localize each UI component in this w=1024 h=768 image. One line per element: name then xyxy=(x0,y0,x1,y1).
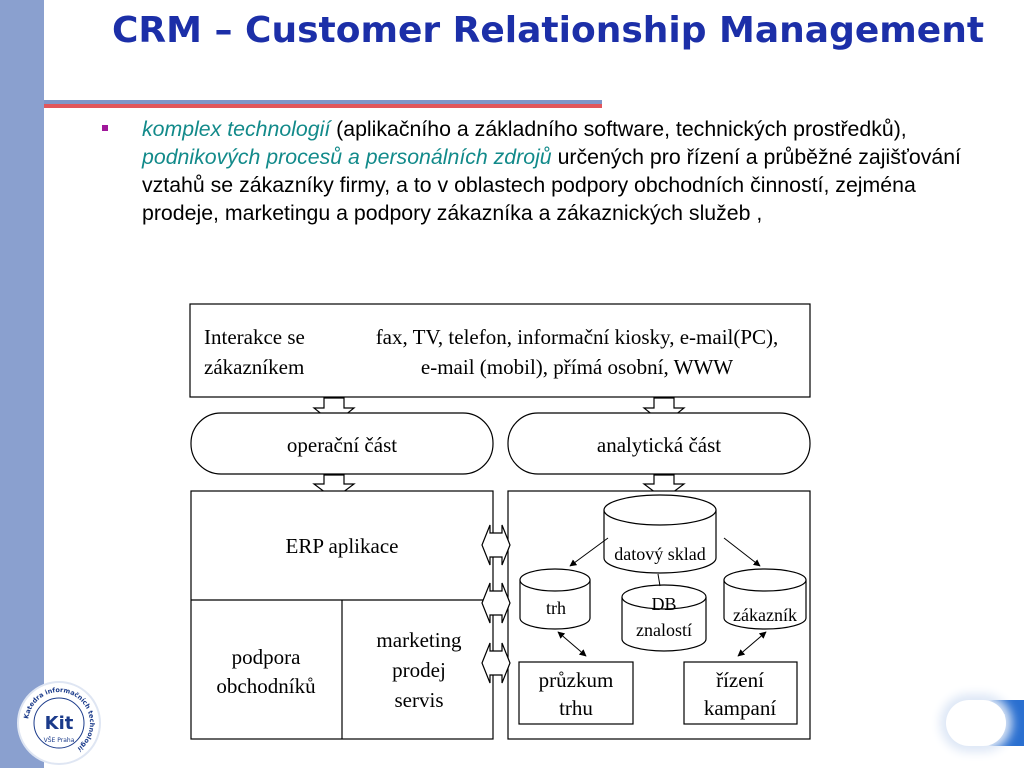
data-warehouse-cylinder xyxy=(603,494,717,574)
marketing-line2: prodej xyxy=(392,658,446,682)
bullet-text-part: určených pro řízení a průběžné zajišťová… xyxy=(142,145,961,225)
customer-label: zákazník xyxy=(733,605,797,625)
market-research-box xyxy=(518,661,634,725)
connector-arrow xyxy=(569,537,609,567)
channels-line1: fax, TV, telefon, informační kiosky, e-m… xyxy=(376,325,779,349)
erp-label: ERP aplikace xyxy=(286,534,399,558)
customer-cylinder xyxy=(723,568,807,630)
connector-line xyxy=(657,573,661,587)
sales-support-line2: obchodníků xyxy=(216,674,316,698)
analytical-part-box xyxy=(507,412,811,475)
channels-line2: e-mail (mobil), přímá osobní, WWW xyxy=(421,355,733,379)
sales-support-line1: podpora xyxy=(232,645,301,669)
interaction-box xyxy=(189,303,811,398)
interaction-label-line2: zákazníkem xyxy=(204,355,304,379)
market-research-line2: trhu xyxy=(559,696,593,720)
market-research-line1: průzkum xyxy=(539,668,614,692)
knowledge-base-line2: znalostí xyxy=(636,620,692,640)
connector-arrow xyxy=(557,631,587,657)
bullet-text-part: (aplikačního a základního software, tech… xyxy=(330,117,907,141)
logo-subtext: VŠE Praha xyxy=(44,737,75,744)
page-number: 16 xyxy=(987,713,1007,728)
left-sidebar-band xyxy=(0,0,44,768)
connector-arrow xyxy=(723,537,761,567)
bidirectional-arrow-icon xyxy=(481,524,511,566)
title-underline-red xyxy=(44,104,602,108)
title-underline-blue xyxy=(44,100,602,104)
bidirectional-arrow-icon xyxy=(481,642,511,684)
bullet-marker xyxy=(102,125,108,131)
knowledge-base-line1: DB xyxy=(651,594,676,614)
campaign-management-line1: řízení xyxy=(716,668,764,692)
campaign-management-box xyxy=(683,661,798,725)
knowledge-base-cylinder xyxy=(621,584,707,652)
term-conjunction: a xyxy=(348,145,360,169)
marketing-line3: servis xyxy=(395,688,444,712)
operational-part-label: operační část xyxy=(287,433,397,457)
campaign-management-line2: kampaní xyxy=(704,696,776,720)
page-number-glow xyxy=(946,700,1006,746)
logo-mark: Kit xyxy=(45,713,74,734)
bullet-text: komplex technologií (aplikačního a zákla… xyxy=(142,115,982,227)
bidirectional-arrow-icon xyxy=(481,582,511,624)
slide-title: CRM – Customer Relationship Management xyxy=(112,10,985,51)
page-number-badge xyxy=(946,700,1024,746)
data-warehouse-label: datový sklad xyxy=(614,544,706,564)
operational-part-box xyxy=(190,412,494,475)
marketing-line1: marketing xyxy=(376,628,462,652)
market-cylinder xyxy=(519,568,591,630)
bullet-paragraph: komplex technologií (aplikačního a zákla… xyxy=(102,115,982,227)
market-label: trh xyxy=(546,598,566,618)
term-human-resources: personálních zdrojů xyxy=(365,145,552,169)
department-logo: Katedra informačních technologií Kit VŠE… xyxy=(17,681,101,765)
connector-arrow xyxy=(737,631,767,657)
analytical-part-label: analytická část xyxy=(597,433,721,457)
term-technologies: komplex technologií xyxy=(142,117,331,141)
interaction-label-line1: Interakce se xyxy=(204,325,305,349)
term-business-processes: podnikových procesů xyxy=(142,145,343,169)
